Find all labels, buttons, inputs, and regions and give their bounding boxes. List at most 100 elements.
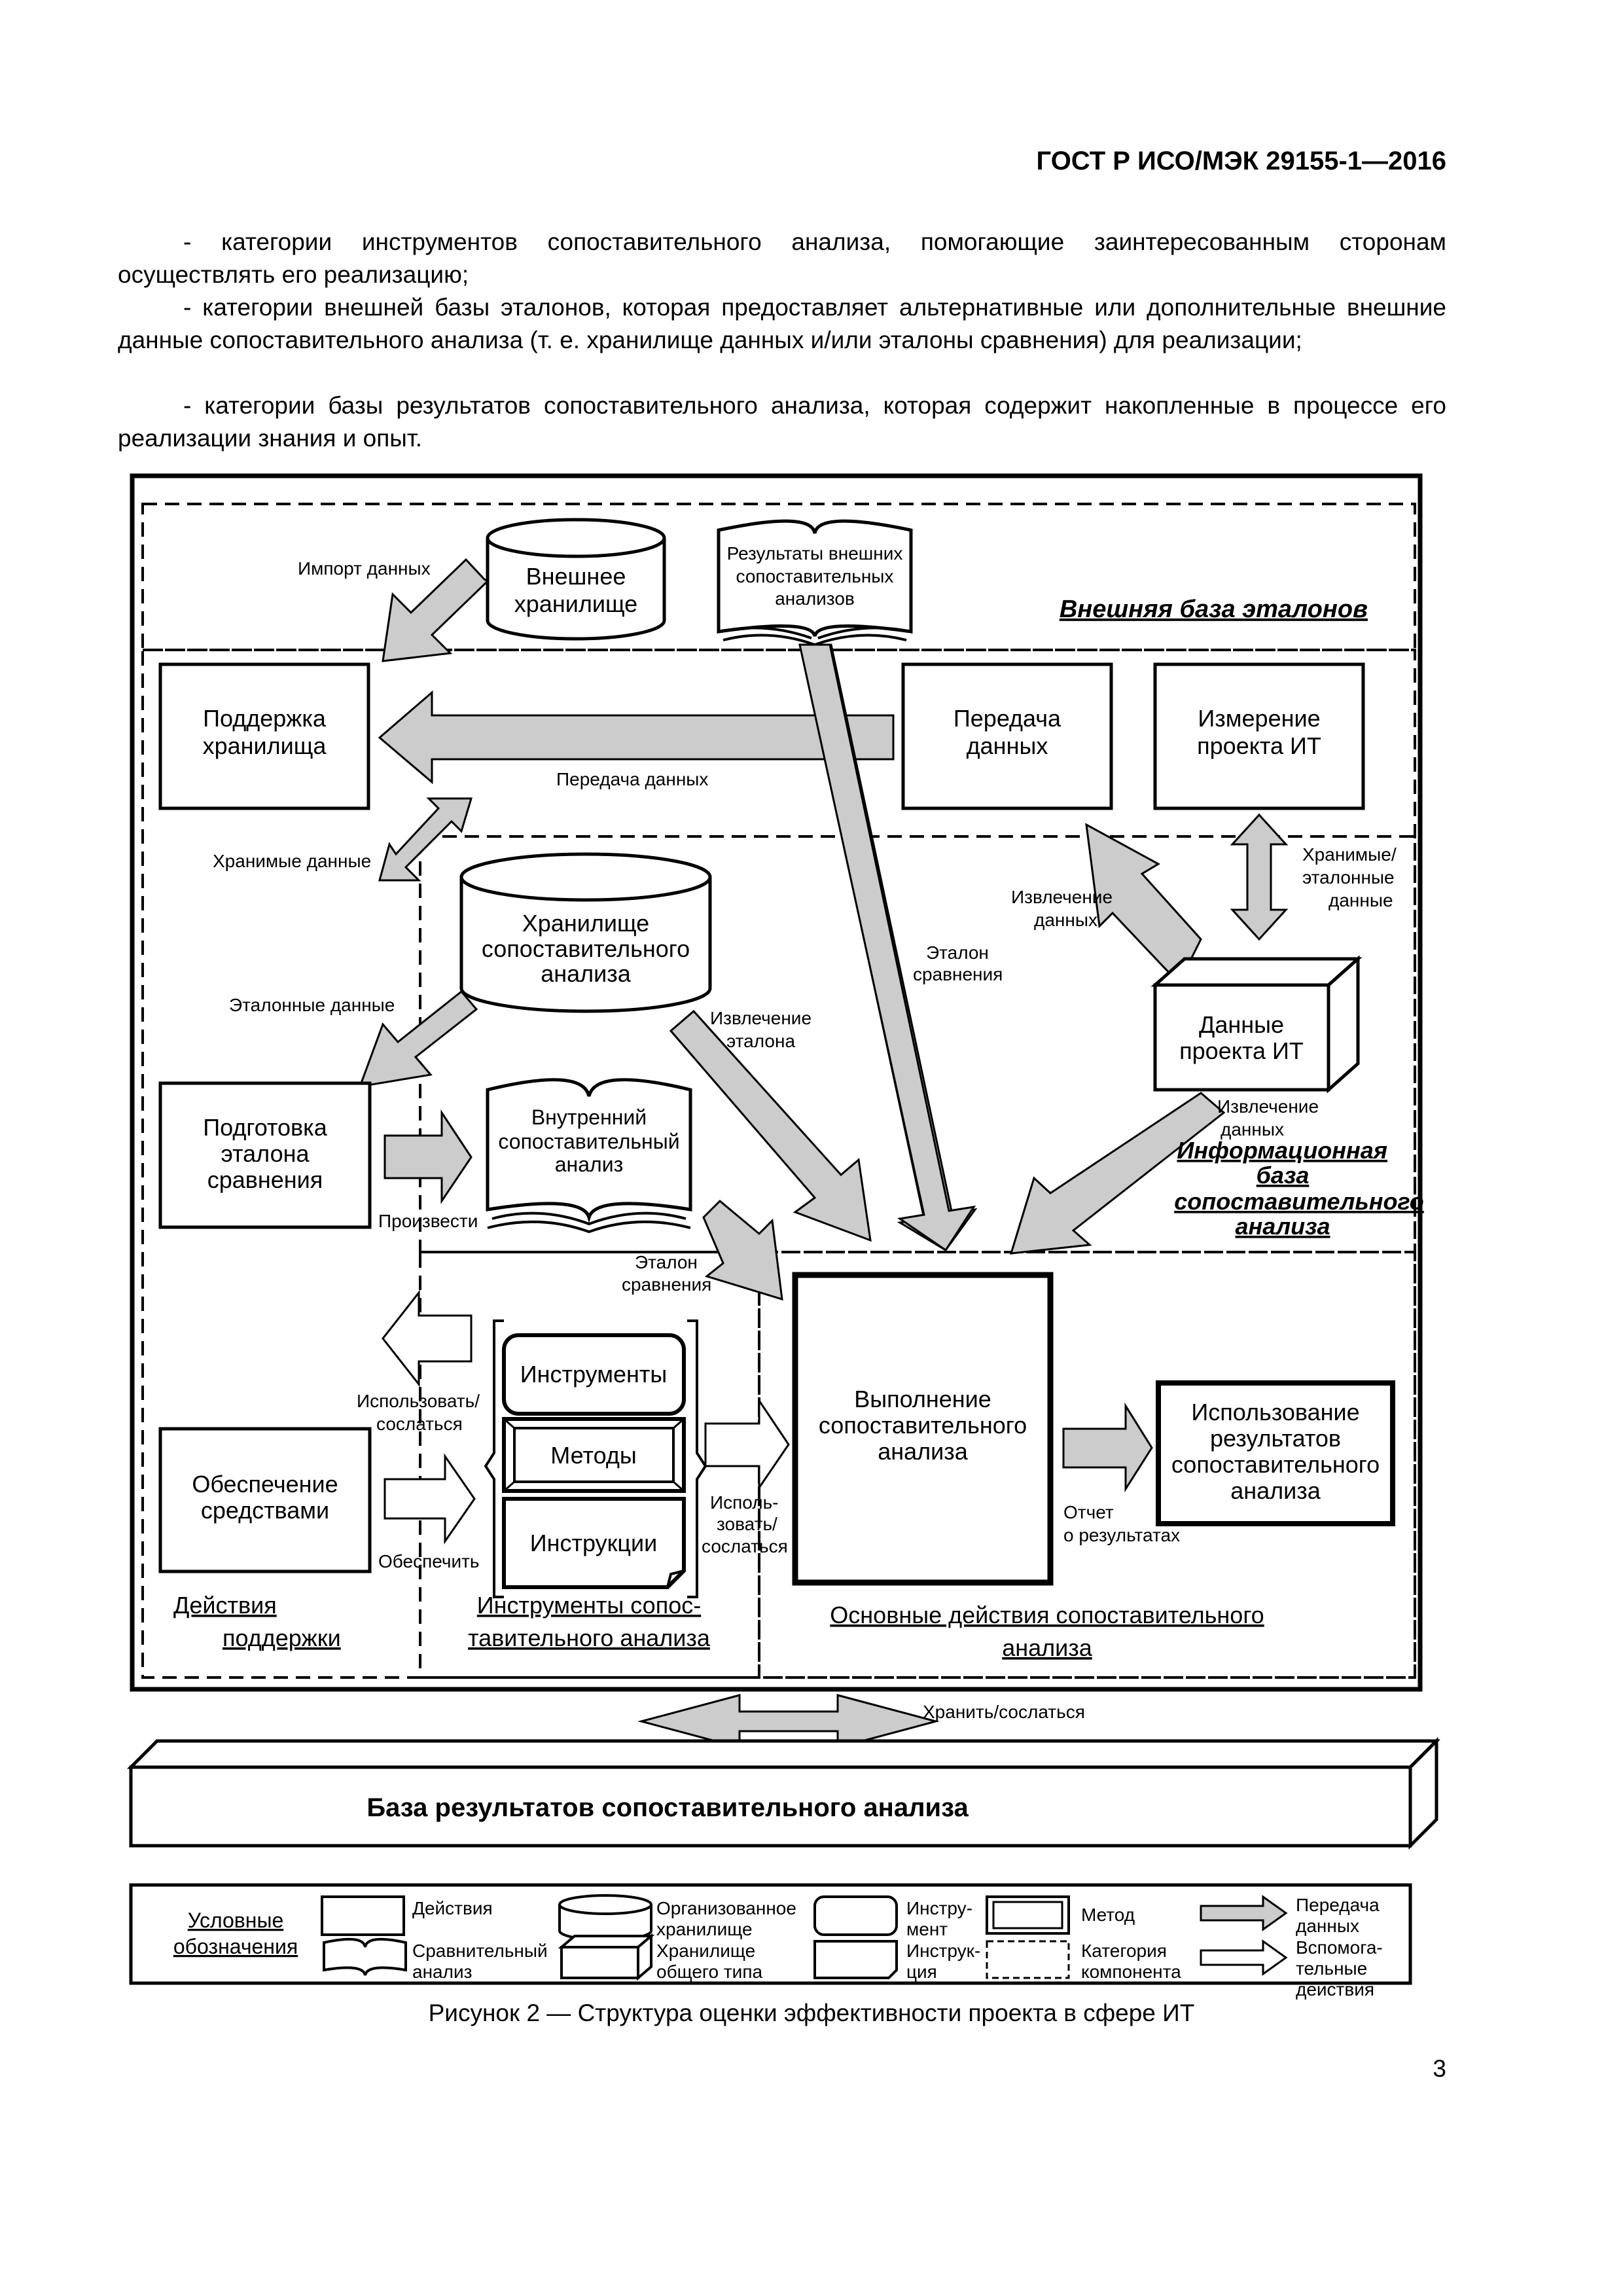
reference-comparison-mid-label-2: сравнения [622, 1274, 711, 1295]
main-frame [130, 473, 1423, 1692]
legend-actions-label: Действия [412, 1898, 493, 1918]
provisioning-label-1: Обеспечение [192, 1471, 338, 1498]
reference-extraction-label-1: Извлечение [710, 1008, 812, 1028]
legend-general-storage-label-1: Хранилище [656, 1941, 755, 1961]
legend-auxiliary-symbol [1200, 1939, 1288, 1976]
external-results-label-3: анализов [775, 588, 855, 609]
benchmark-storage-label-3: анализа [541, 960, 632, 987]
reference-prep-label-1: Подготовка [203, 1114, 327, 1141]
internal-analysis-label-2: сопоставительный [498, 1130, 679, 1153]
results-report-label-2: о результатах [1063, 1525, 1180, 1545]
results-report-label-1: Отчет [1063, 1502, 1114, 1522]
results-report-arrow [1062, 1402, 1153, 1493]
reference-prep-label-3: сравнения [207, 1166, 323, 1193]
intro-item-2: - категории внешней базы эталонов, котор… [118, 291, 1446, 357]
data-extraction-top-label-2: данных [1034, 910, 1097, 930]
analysis-tools-title-2: тавительного анализа [468, 1624, 711, 1651]
legend-auxiliary-label-3: действия [1296, 1979, 1374, 2000]
legend-category-label-2: компонента [1081, 1962, 1181, 1982]
external-base-title: Внешняя база эталонов [1060, 596, 1368, 623]
data-extraction-bottom-label-1: Извлечение [1217, 1096, 1319, 1117]
legend-title-1: Условные [188, 1909, 283, 1932]
external-storage: Внешнее хранилище [486, 518, 666, 641]
legend-instruction-label-1: Инструк- [906, 1941, 980, 1961]
use-refer-left-arrow [382, 1289, 473, 1388]
provisioning-box: Обеспечение средствами [158, 1427, 372, 1573]
internal-analysis-label-3: анализ [555, 1153, 623, 1176]
info-base-title-4: анализа [1235, 1213, 1330, 1240]
page-number: 3 [1433, 2055, 1446, 2082]
tools-bracket [484, 1319, 504, 1598]
external-results-book: Результаты внешних сопоставительных анал… [717, 519, 913, 647]
results-usage-label-3: сопоставительного [1171, 1451, 1380, 1478]
stored-reference-label-3: данные [1329, 890, 1393, 910]
provide-arrow [383, 1453, 476, 1545]
internal-analysis-book: Внутренний сопоставительный анализ [486, 1078, 692, 1234]
legend-actions-symbol [321, 1895, 405, 1936]
reference-extraction-label-2: эталона [726, 1031, 795, 1051]
it-measurement-label-2: проекта ИТ [1197, 732, 1321, 759]
data-transfer-box: Передача данных [901, 662, 1113, 810]
produce-arrow [383, 1109, 473, 1204]
analysis-tools-title-1: Инструменты сопос- [477, 1592, 701, 1619]
instructions-label: Инструкции [530, 1530, 657, 1556]
intro-item-1: - категории инструментов сопоставительно… [118, 226, 1446, 291]
reference-comparison-top-label-2: сравнения [913, 964, 1003, 984]
store-refer-label: Хранить/сослаться [923, 1702, 1085, 1722]
data-extraction-bottom-label-2: данных [1221, 1119, 1284, 1139]
info-base-title-2: база [1257, 1162, 1310, 1189]
external-results-label-1: Результаты внешних [727, 543, 903, 564]
provide-label: Обеспечить [378, 1551, 480, 1571]
legend-data-transfer-symbol [1200, 1895, 1288, 1931]
produce-label: Произвести [378, 1211, 478, 1231]
legend-comparative-label-2: анализ [412, 1962, 472, 1982]
use-refer-mid-label-1: Исполь- [710, 1492, 779, 1513]
results-usage-label-1: Использование [1191, 1399, 1359, 1426]
legend-general-storage-label-2: общего типа [656, 1962, 762, 1982]
intro-item-2-text: - категории внешней базы эталонов, котор… [118, 294, 1446, 353]
legend-instruction-symbol [813, 1940, 898, 1979]
provisioning-label-2: средствами [201, 1497, 329, 1524]
it-measurement-label-1: Измерение [1198, 705, 1320, 732]
methods-box: Методы [502, 1417, 686, 1493]
legend-category-symbol [986, 1940, 1070, 1979]
store-refer-arrow [637, 1694, 940, 1749]
data-extraction-arrow-top [1085, 823, 1202, 977]
reference-comparison-top-label-1: Эталон [926, 942, 989, 963]
results-usage-label-4: анализа [1230, 1477, 1321, 1504]
stored-reference-arrow [1230, 813, 1289, 941]
stored-data-arrow [378, 797, 473, 882]
use-refer-left-label-1: Использовать/ [357, 1391, 480, 1411]
intro-item-3: - категории базы результатов сопоставите… [118, 389, 1446, 455]
legend-data-transfer-label-1: Передача [1296, 1895, 1380, 1915]
legend-method-label: Метод [1081, 1905, 1135, 1925]
results-usage-label-2: результатов [1210, 1425, 1341, 1452]
benchmark-storage-label-1: Хранилище [522, 910, 649, 937]
data-transfer-label-1: Передача [954, 705, 1061, 732]
intro-item-3-text: - категории базы результатов сопоставите… [118, 392, 1446, 452]
legend-tool-label-1: Инстру- [906, 1898, 972, 1918]
reference-extraction-arrow [669, 1009, 872, 1242]
use-refer-left-label-2: сослаться [376, 1414, 463, 1434]
figure-caption: Рисунок 2 — Структура оценки эффективнос… [428, 2000, 1195, 2026]
legend-instruction-label-2: ция [906, 1962, 937, 1982]
intro-item-1-text: - категории инструментов сопоставительно… [118, 228, 1446, 288]
legend-tool-label-2: мент [906, 1919, 948, 1939]
reference-comparison-arrow-mid [702, 1199, 783, 1301]
core-actions-title-2: анализа [1002, 1634, 1093, 1661]
use-refer-mid-arrow [704, 1397, 790, 1491]
data-transfer-arrow [378, 690, 895, 785]
it-measurement-box: Измерение проекта ИТ [1153, 662, 1365, 810]
reference-prep-box: Подготовка эталона сравнения [158, 1081, 372, 1229]
external-results-to-execution-arrow [798, 643, 976, 1252]
benchmark-storage: Хранилище сопоставительного анализа [459, 852, 712, 1013]
import-data-label: Импорт данных [298, 558, 431, 579]
external-storage-label-1: Внешнее [526, 563, 626, 590]
stored-reference-label-2: эталонные [1302, 867, 1395, 888]
execution-label-3: анализа [878, 1438, 969, 1465]
info-base-title-1: Информационная [1177, 1137, 1387, 1164]
core-actions-title-1: Основные действия сопоставительного [830, 1602, 1264, 1628]
it-project-data-box: Данные проекта ИТ [1150, 955, 1363, 1094]
execution-box: Выполнение сопоставительного анализа [792, 1272, 1054, 1586]
use-refer-mid-label-2: зовать/ [717, 1514, 777, 1534]
